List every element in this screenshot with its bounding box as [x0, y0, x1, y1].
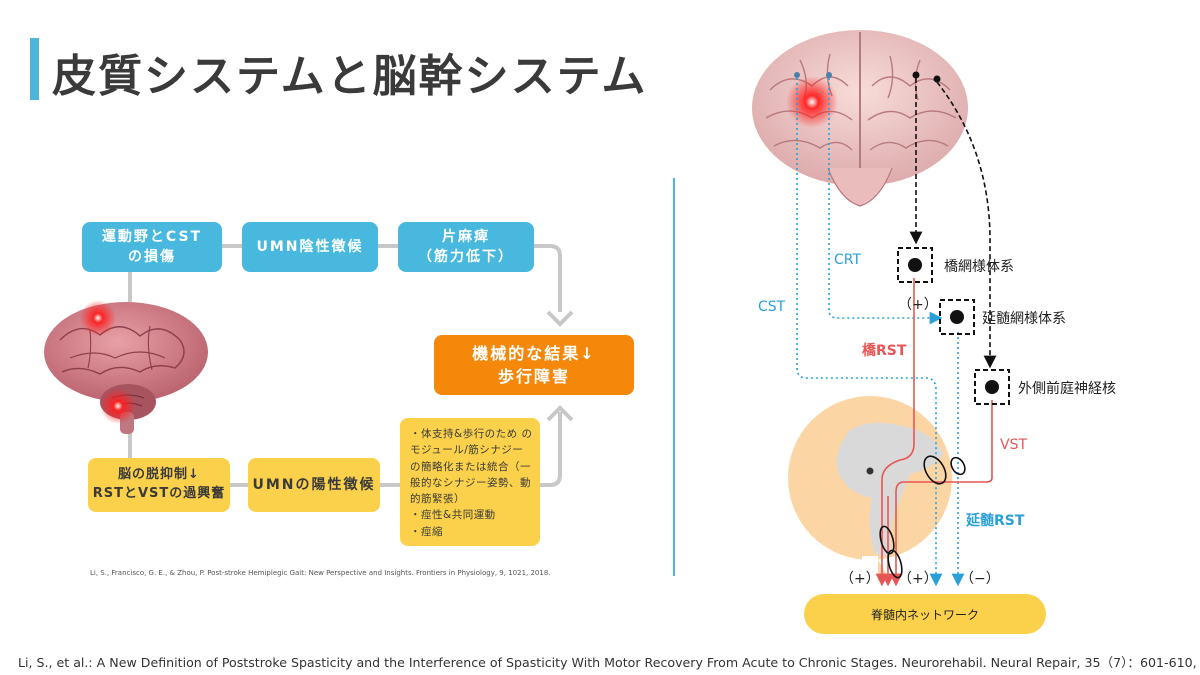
box-disinhibition: 脳の脱抑制↓ RSTとVSTの過興奮: [88, 458, 230, 512]
sign-plus-top: （+）: [898, 297, 938, 313]
box-umn-positive: UMNの陽性徴候: [248, 458, 380, 512]
label-cst: CST: [758, 299, 786, 315]
label-lateral-vestibular: 外側前庭神経核: [1018, 381, 1116, 397]
large-brain-illustration: [752, 30, 968, 207]
citation-small: Li, S., Francisco, G. E., & Zhou, P. Pos…: [90, 569, 551, 577]
divider: [673, 178, 675, 576]
page-title: 皮質システムと脳幹システム: [52, 51, 648, 102]
label-medulla-reticular: 延髄網様体系: [982, 311, 1066, 327]
flow-connectors: [128, 244, 574, 487]
sign-plus-right: （+）: [898, 571, 938, 587]
box-hemiplegia: 片麻痺 （筋力低下）: [398, 222, 534, 272]
box-cst-damage: 運動野とCST の損傷: [82, 222, 222, 272]
citation-main: Li, S., et al.: A New Definition of Post…: [18, 655, 1200, 670]
list-item: ・痙性&共同運動: [410, 509, 496, 522]
box-umn-negative: UMN陰性徴候: [242, 222, 378, 272]
nucleus-squares: [897, 247, 1010, 405]
sign-plus-left: （+）: [840, 571, 880, 587]
label-vst: VST: [1000, 437, 1028, 453]
positive-signs-list: ・体支持&歩行のため のモジュール/筋シナジーの簡略化または統合（一般的なシナジ…: [400, 418, 540, 546]
spinal-cord-cross-section: [788, 396, 952, 586]
list-item: ・体支持&歩行のため のモジュール/筋シナジーの簡略化または統合（一般的なシナジ…: [410, 428, 533, 506]
label-medulla-rst: 延髄RST: [966, 513, 1025, 529]
label-pons-reticular: 橋網様体系: [944, 259, 1014, 275]
sign-minus: （−）: [960, 571, 1000, 587]
label-pons-rst: 橋RST: [862, 343, 907, 359]
label-crt: CRT: [834, 252, 862, 268]
box-gait-impairment: 機械的な結果↓ 歩行障害: [434, 335, 634, 395]
spinal-network-box: 脊髄内ネットワーク: [804, 594, 1046, 634]
small-brain-illustration: [44, 300, 208, 434]
title-accent-bar: [30, 38, 39, 100]
list-item: ・痙縮: [410, 525, 443, 538]
